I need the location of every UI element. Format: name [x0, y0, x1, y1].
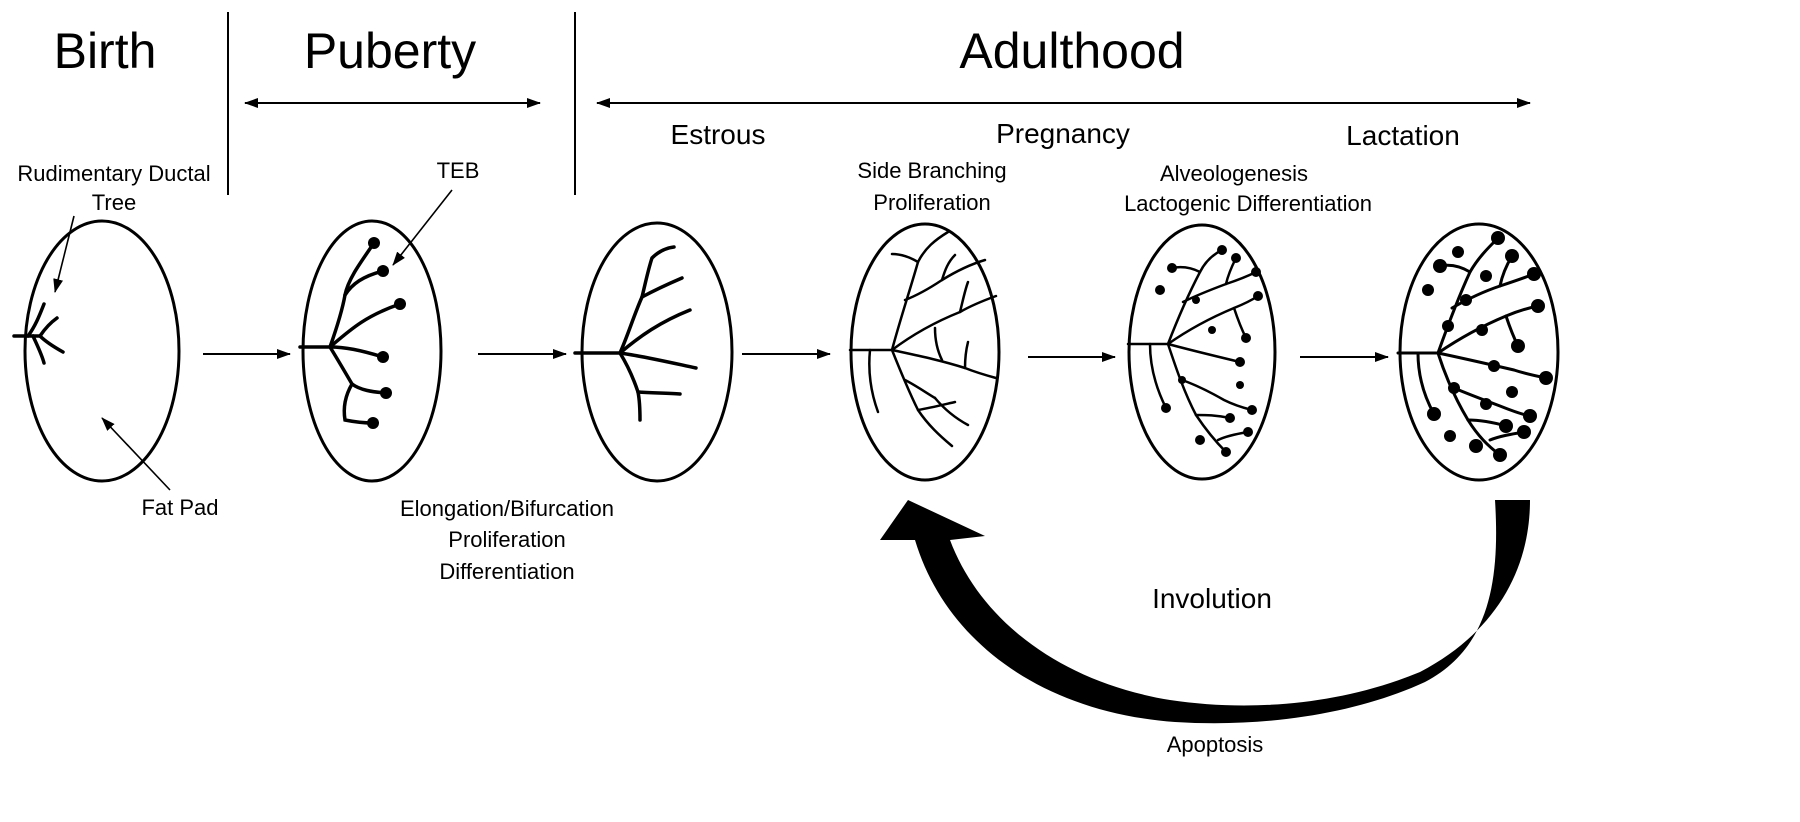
label-fat-pad: Fat Pad [141, 495, 218, 520]
label-lactogenic-differentiation: Lactogenic Differentiation [1124, 191, 1372, 216]
rudimentary-pointer-arrow [53, 215, 75, 293]
pregnancy-ductal-tree [848, 230, 998, 448]
label-differentiation: Differentiation [439, 559, 574, 584]
teb-pointer-arrow [392, 189, 453, 266]
pregnancy-fat-pad-ellipse [849, 222, 1001, 482]
label-elongation-bifurcation: Elongation/Bifurcation [400, 496, 614, 521]
puberty-fat-pad-ellipse [301, 219, 443, 483]
label-proliferation-puberty: Proliferation [448, 527, 565, 552]
gland-pregnancy [848, 222, 1001, 482]
stage-title-birth: Birth [54, 23, 157, 79]
estrous-ductal-tree [573, 245, 698, 422]
gland-birth [12, 219, 181, 483]
label-side-branching: Side Branching [857, 158, 1006, 183]
gland-estrous [573, 221, 734, 483]
label-rudimentary-tree: Tree [92, 190, 136, 215]
involution-arrow [880, 500, 1530, 724]
gland-puberty [298, 219, 443, 483]
alveolar-buds [1155, 245, 1263, 457]
milk-filled-alveoli [1422, 231, 1553, 462]
label-involution: Involution [1152, 583, 1272, 614]
label-proliferation-pregnancy: Proliferation [873, 190, 990, 215]
fat-pad-ellipse [23, 219, 181, 483]
stage-title-puberty: Puberty [304, 23, 476, 79]
terminal-end-buds [367, 237, 406, 429]
label-alveologenesis: Alveologenesis [1160, 161, 1308, 186]
rudimentary-ductal-tree [12, 302, 65, 365]
gland-lactation [1396, 222, 1560, 482]
alveologenesis-ductal-tree [1126, 248, 1260, 454]
phase-label-pregnancy: Pregnancy [996, 118, 1130, 149]
stage-title-adulthood: Adulthood [959, 23, 1184, 79]
label-rudimentary-ductal: Rudimentary Ductal [17, 161, 210, 186]
phase-label-lactation: Lactation [1346, 120, 1460, 151]
phase-label-estrous: Estrous [671, 119, 766, 150]
gland-alveologenesis [1126, 223, 1277, 481]
label-teb: TEB [437, 158, 480, 183]
alveologenesis-fat-pad-ellipse [1127, 223, 1277, 481]
label-apoptosis: Apoptosis [1167, 732, 1264, 757]
fat-pad-pointer-arrow [101, 417, 171, 491]
